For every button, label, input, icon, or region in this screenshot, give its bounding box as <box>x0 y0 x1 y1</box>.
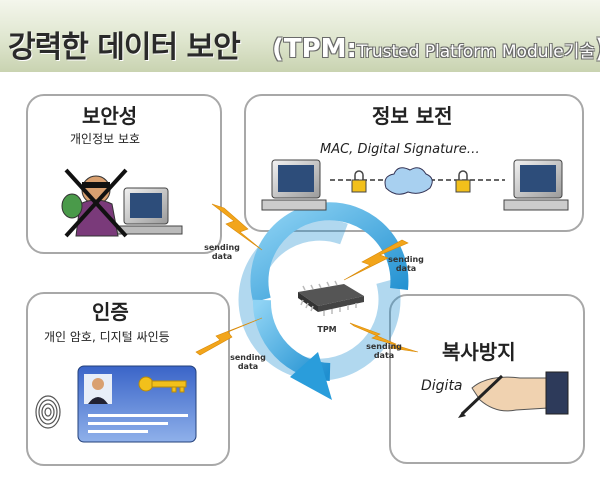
authentication-illustration <box>35 365 197 443</box>
sending-data-label-top-left: sending data <box>204 243 240 261</box>
lock-icon <box>351 179 367 193</box>
cloud-icon <box>384 167 433 195</box>
sending-data-label-bottom-left: sending data <box>230 353 266 371</box>
tpm-chip-icon <box>298 280 364 316</box>
authentication-title: 인증 <box>92 300 129 324</box>
ring-arrowhead <box>290 352 332 400</box>
page-title: 강력한 데이터 보안 <box>8 30 241 65</box>
authentication-subtitle: 개인 암호, 디지털 싸인등 <box>44 330 170 344</box>
security-subtitle: 개인정보 보호 <box>70 132 141 146</box>
sending-data-label-bottom-right: sending data <box>366 342 402 360</box>
lightning-bolts <box>195 203 419 356</box>
signing-hand-illustration <box>458 371 569 418</box>
lightning-bottom-left <box>195 317 263 356</box>
key-icon <box>138 376 187 393</box>
subtitle-paren-close: ) <box>595 34 600 64</box>
tpm-chip-label: TPM <box>317 325 337 334</box>
subtitle-tpm: TPM: <box>283 34 357 64</box>
security-illustration <box>61 168 183 238</box>
title-banner: 강력한 데이터 보안 (TPM:Trusted Platform Module기… <box>0 0 600 72</box>
subtitle-paren-open: ( <box>272 34 284 64</box>
page-subtitle: (TPM:Trusted Platform Module기술) <box>272 34 600 64</box>
security-title: 보안성 <box>82 104 138 128</box>
integrity-subtitle: MAC, Digital Signature… <box>320 142 480 157</box>
integrity-title: 정보 보전 <box>372 104 453 128</box>
lightning-bottom-right <box>349 322 419 353</box>
lightning-top-left <box>211 203 263 251</box>
lightning-top-right <box>343 239 409 281</box>
fingerprint-icon <box>35 395 61 429</box>
sending-data-label-top-right: sending data <box>388 255 424 273</box>
integrity-illustration <box>261 159 569 211</box>
copy-protection-subtitle: Digita <box>421 378 463 394</box>
copy-protection-title: 복사방지 <box>442 340 516 364</box>
lock-icon <box>455 179 471 193</box>
subtitle-expansion: Trusted Platform Module기술 <box>356 42 595 62</box>
